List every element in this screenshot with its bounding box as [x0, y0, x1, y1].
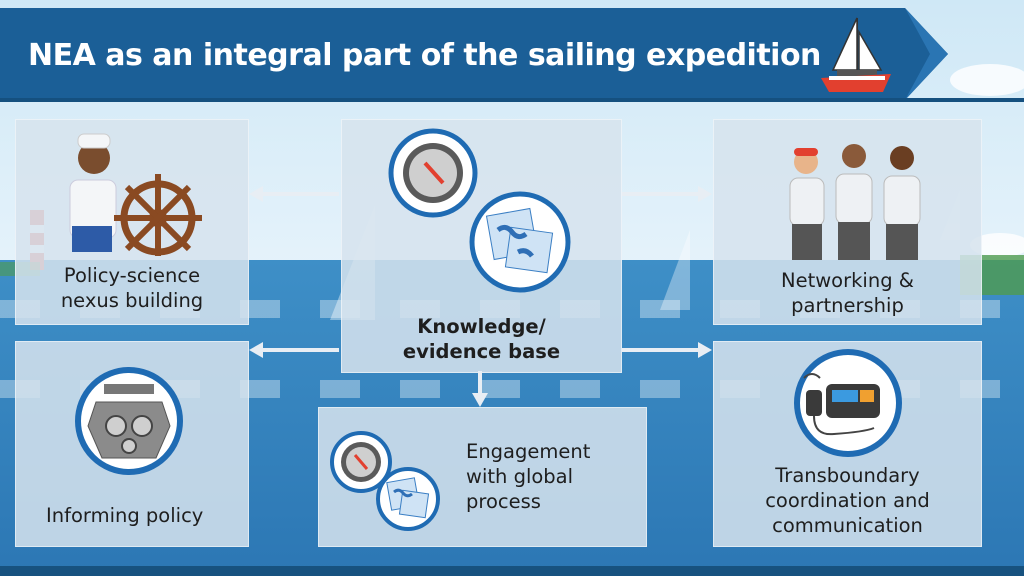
label-line: with global — [466, 465, 574, 488]
card-transboundary: Transboundary coordination and communica… — [713, 341, 982, 547]
arrow-to-transboundary — [622, 342, 712, 358]
card-networking: Networking & partnership — [713, 119, 982, 325]
card-label: Policy-science nexus building — [16, 263, 248, 313]
team-people-icon — [789, 144, 921, 260]
card-informing-policy: Informing policy — [15, 341, 249, 547]
header-banner: NEA as an integral part of the sailing e… — [0, 8, 950, 100]
arrow-to-policy-science — [249, 186, 339, 202]
arrow-to-informing-policy — [249, 342, 339, 358]
page-title: NEA as an integral part of the sailing e… — [28, 38, 821, 73]
compass-icon — [330, 431, 392, 493]
label-line: Transboundary — [775, 464, 920, 487]
map-icon — [376, 467, 440, 531]
map-icon — [469, 191, 571, 293]
sailboat-icon — [821, 17, 891, 92]
compass-icon — [388, 128, 478, 218]
label-line: Networking & — [781, 269, 914, 292]
arrow-to-engagement — [472, 371, 488, 407]
engine-icon — [75, 367, 183, 475]
label-line: process — [466, 490, 541, 513]
radio-device-icon — [794, 349, 902, 457]
arrow-to-networking — [622, 186, 712, 202]
label-line: Engagement — [466, 440, 591, 463]
sailor-with-helm-icon — [69, 133, 202, 256]
header-shape — [0, 8, 948, 100]
card-label: Networking & partnership — [714, 268, 981, 318]
label-line: Policy-science — [63, 264, 201, 287]
card-policy-science: Policy-science nexus building — [15, 119, 249, 325]
label-line: evidence base — [402, 340, 561, 363]
card-engagement: Engagement with global process — [318, 407, 647, 547]
label-line: nexus building — [60, 289, 204, 312]
header-underline — [0, 98, 1024, 102]
card-label: Transboundary coordination and communica… — [714, 463, 981, 538]
label-line: communication — [772, 514, 923, 537]
footer-bar — [0, 566, 1024, 576]
card-label: Engagement with global process — [466, 439, 590, 514]
label-line: coordination and — [765, 489, 930, 512]
card-label: Informing policy — [46, 504, 204, 527]
card-knowledge-base: Knowledge/ evidence base — [341, 119, 622, 373]
label-line: Knowledge/ — [417, 315, 546, 338]
card-label: Knowledge/ evidence base — [342, 314, 621, 364]
label-line: partnership — [791, 294, 904, 317]
